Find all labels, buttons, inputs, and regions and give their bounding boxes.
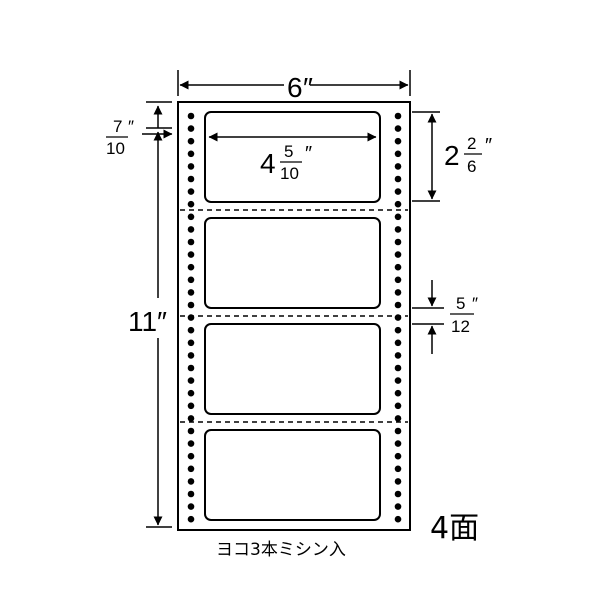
feed-hole-right [394,112,402,120]
feed-hole-right [394,427,402,435]
label-1 [204,111,381,203]
feed-hole-left [187,226,195,233]
labels-per-sheet: 4面 [430,511,479,546]
feed-hole-right [394,503,402,510]
feed-hole-left [187,175,195,183]
feed-holes-left [187,112,195,523]
label-width-numerator: 5 [284,142,293,161]
feed-hole-left [187,263,195,271]
feed-hole-right [394,238,402,246]
feed-hole-right [394,465,402,473]
feed-hole-left [187,112,195,120]
gap-numerator: 5 [456,294,465,313]
feed-hole-left [187,440,195,447]
feed-hole-left [187,377,195,384]
feed-hole-left [187,137,195,145]
feed-hole-right [394,490,402,498]
sheet-width-value: 6 [287,72,303,103]
feed-hole-right [394,251,402,258]
feed-hole-left [187,238,195,246]
feed-holes-right [394,112,402,523]
feed-hole-left [187,339,195,347]
feed-hole-right [394,125,402,132]
svg-text:″: ″ [472,294,478,313]
feed-hole-right [394,200,402,208]
feed-hole-left [187,478,195,485]
svg-text:″: ″ [157,306,167,337]
feed-hole-left [187,515,195,523]
feed-hole-right [394,150,402,158]
feed-hole-left [187,276,195,284]
svg-text:″: ″ [485,135,492,157]
feed-hole-right [394,326,402,334]
svg-text:″: ″ [305,143,312,165]
feed-hole-left [187,389,195,397]
feed-hole-left [187,452,195,460]
feed-hole-left [187,301,195,309]
feed-hole-left [187,289,195,296]
feed-hole-right [394,289,402,296]
feed-hole-right [394,339,402,347]
label-3 [204,323,381,415]
feed-hole-right [394,440,402,447]
feed-hole-right [394,377,402,384]
sheet-length-value: 11 [128,306,157,337]
feed-hole-left [187,465,195,473]
feed-hole-right [394,364,402,372]
label-height-numerator: 2 [467,134,476,153]
feed-hole-left [187,326,195,334]
feed-hole-right [394,415,402,422]
feed-hole-right [394,137,402,145]
feed-hole-left [187,188,195,195]
feed-hole-right [394,226,402,233]
feed-hole-left [187,364,195,372]
feed-hole-right [394,352,402,359]
top-margin-denominator: 10 [106,139,125,158]
feed-hole-left [187,251,195,258]
feed-hole-left [187,213,195,221]
label-height-whole: 2 [444,140,460,171]
label-width-denominator: 10 [280,164,299,183]
feed-hole-right [394,515,402,523]
feed-hole-left [187,402,195,410]
gap-denominator: 12 [451,317,470,336]
feed-hole-right [394,301,402,309]
feed-hole-right [394,402,402,410]
feed-hole-left [187,352,195,359]
feed-hole-left [187,200,195,208]
top-margin-numerator: 7 [113,117,122,136]
feed-hole-right [394,389,402,397]
label-4 [204,429,381,521]
feed-hole-right [394,263,402,271]
svg-text:″: ″ [128,117,134,136]
feed-hole-left [187,415,195,422]
feed-hole-left [187,503,195,510]
feed-hole-right [394,276,402,284]
feed-hole-left [187,150,195,158]
svg-text:″: ″ [303,72,313,103]
feed-hole-right [394,452,402,460]
feed-hole-left [187,490,195,498]
feed-hole-left [187,163,195,170]
feed-hole-right [394,175,402,183]
feed-hole-left [187,125,195,132]
label-height-denominator: 6 [467,157,476,176]
feed-hole-left [187,427,195,435]
perforation-caption: ヨコ3本ミシン入 [216,540,346,560]
feed-hole-right [394,163,402,170]
feed-hole-right [394,478,402,485]
label-2 [204,217,381,309]
label-width-whole: 4 [260,148,276,179]
feed-hole-right [394,213,402,221]
feed-hole-right [394,188,402,195]
sheet-outline [177,101,411,531]
